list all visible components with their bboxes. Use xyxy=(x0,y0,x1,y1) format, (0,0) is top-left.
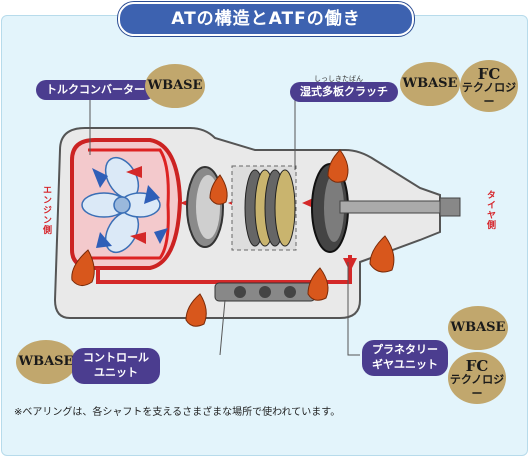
control-unit-line2: ユニット xyxy=(94,366,138,379)
fluid-arrows xyxy=(92,168,168,248)
control-unit-line1: コントロール xyxy=(83,351,149,364)
label-wet-clutch: 湿式多板クラッチ xyxy=(290,82,398,102)
badge-fc-planetary: FC テクノロジー xyxy=(448,352,506,404)
page-title: ATの構造とATFの働き xyxy=(118,2,414,36)
ruby-wet-clutch: しっしきたばん xyxy=(314,75,363,83)
clutch-plates xyxy=(244,169,296,247)
badge-wbase-clutch: WBASE xyxy=(400,62,460,106)
planetary-line2: ギヤユニット xyxy=(372,358,438,371)
oil-drop-mascot xyxy=(71,149,395,327)
output-shaft xyxy=(339,200,441,214)
label-engine-side: エンジン側 xyxy=(41,185,51,235)
label-control-unit: コントロール ユニット xyxy=(72,348,160,384)
label-tire-side: タイヤ側 xyxy=(485,190,495,230)
fc-label-bottom: テクノロジー xyxy=(449,373,505,400)
fc-label-top: FC xyxy=(465,357,489,375)
planetary-line1: プラネタリー xyxy=(372,343,438,356)
label-planetary-gear: プラネタリー ギヤユニット xyxy=(362,340,448,376)
badge-wbase-torque: WBASE xyxy=(145,64,205,108)
fc-label-bottom: テクノロジー xyxy=(461,81,517,108)
footnote: ※ベアリングは、各シャフトを支えるさまざまな場所で使われています。 xyxy=(14,407,341,418)
badge-wbase-planetary: WBASE xyxy=(448,306,508,350)
fc-label-top: FC xyxy=(477,65,501,83)
impeller-blades xyxy=(81,156,161,254)
badge-fc-clutch: FC テクノロジー xyxy=(460,60,518,112)
label-torque-converter: トルクコンバーター xyxy=(36,80,155,100)
badge-wbase-control: WBASE xyxy=(16,340,76,384)
